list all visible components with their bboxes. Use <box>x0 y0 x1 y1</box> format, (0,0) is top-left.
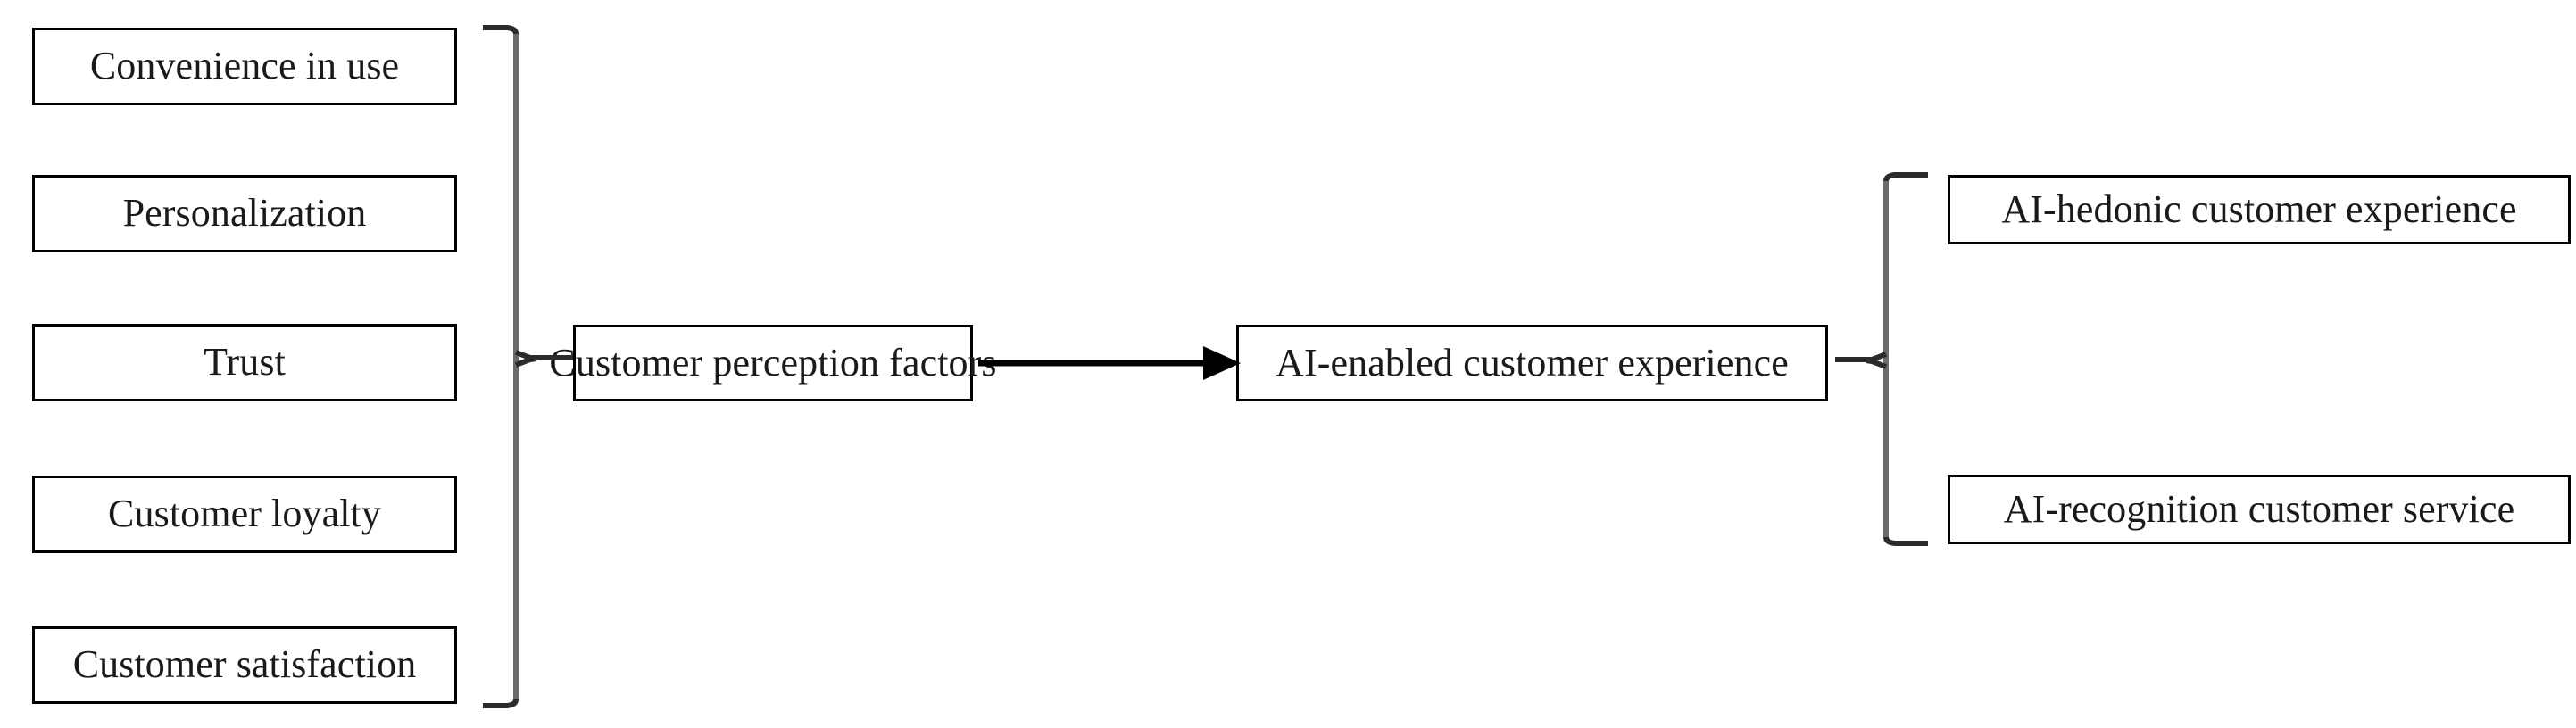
left-factor-label: Trust <box>204 340 286 385</box>
left-factor-box-personalization: Personalization <box>32 175 457 252</box>
right-outcome-box-ai-recognition-customer-service: AI-recognition customer service <box>1948 475 2571 544</box>
left-factor-box-customer-satisfaction: Customer satisfaction <box>32 626 457 704</box>
left-factor-box-convenience-in-use: Convenience in use <box>32 28 457 105</box>
right-outcome-box-ai-hedonic-customer-experience: AI-hedonic customer experience <box>1948 175 2571 244</box>
left-factor-label: Customer loyalty <box>108 492 381 536</box>
customer-perception-factors-label: Customer perception factors <box>549 340 997 385</box>
ai-enabled-customer-experience-label: AI-enabled customer experience <box>1276 340 1789 385</box>
left-factor-box-customer-loyalty: Customer loyalty <box>32 476 457 553</box>
right-outcome-label: AI-recognition customer service <box>2003 486 2515 531</box>
left-factor-box-trust: Trust <box>32 324 457 401</box>
left-factor-label: Customer satisfaction <box>72 642 417 687</box>
right-group-bracket <box>1835 172 1928 546</box>
left-factor-label: Convenience in use <box>89 44 400 88</box>
right-outcome-label: AI-hedonic customer experience <box>2001 186 2517 231</box>
left-factor-label: Personalization <box>122 191 367 236</box>
ai-enabled-customer-experience-box: AI-enabled customer experience <box>1236 325 1828 401</box>
flow-arrow-icon <box>978 346 1241 380</box>
customer-perception-factors-box: Customer perception factors <box>549 325 997 401</box>
